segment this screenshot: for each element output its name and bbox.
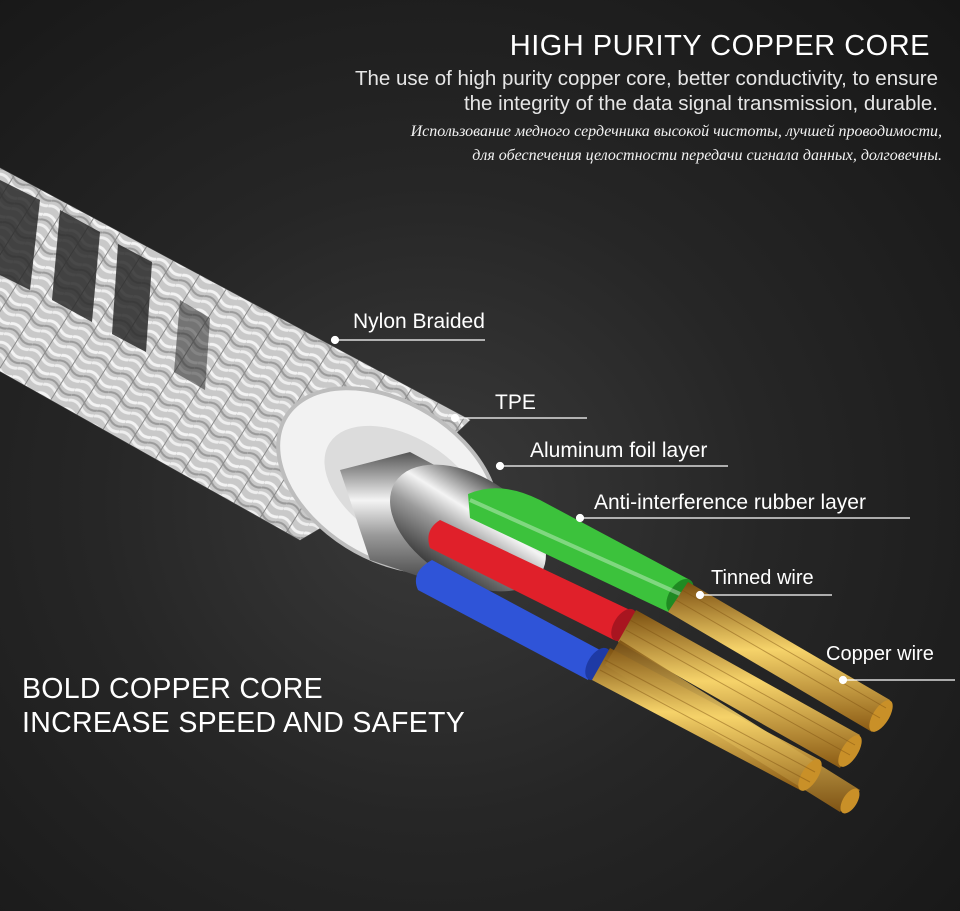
- headline-description: The use of high purity copper core, bett…: [355, 66, 938, 116]
- headline-russian: Использование медного сердечника высокой…: [411, 120, 942, 168]
- tagline-line: INCREASE SPEED AND SAFETY: [22, 707, 466, 739]
- callout-lines: [330, 335, 955, 685]
- callout-copper-wire: Copper wire: [826, 643, 934, 665]
- russian-line: Использование медного сердечника высокой…: [410, 123, 942, 140]
- callout-aluminum-foil: Aluminum foil layer: [530, 439, 708, 462]
- callout-nylon-braided: Nylon Braided: [353, 310, 485, 333]
- tagline-line: BOLD COPPER CORE: [22, 673, 323, 705]
- description-line: The use of high purity copper core, bett…: [354, 67, 938, 90]
- copper-strands: [592, 582, 893, 814]
- callout-tpe: TPE: [495, 391, 536, 414]
- tagline: BOLD COPPER CORE INCREASE SPEED AND SAFE…: [22, 672, 465, 740]
- callout-anti-interference: Anti-interference rubber layer: [594, 491, 866, 514]
- description-line: the integrity of the data signal transmi…: [463, 92, 938, 115]
- russian-line: для обеспечения целостности передачи сиг…: [472, 147, 942, 164]
- headline: HIGH PURITY COPPER CORE: [509, 30, 930, 62]
- callout-tinned-wire: Tinned wire: [711, 567, 814, 589]
